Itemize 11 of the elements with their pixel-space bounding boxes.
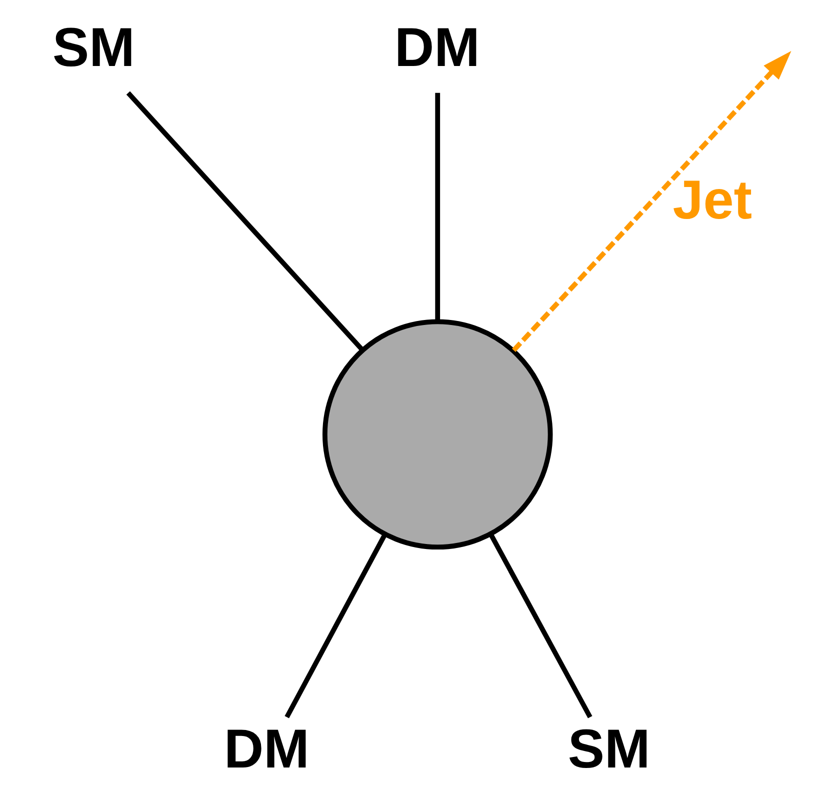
arrow xyxy=(512,51,792,352)
edge-label: Jet xyxy=(672,168,752,231)
node-text: SM xyxy=(52,16,135,78)
connector xyxy=(284,533,388,718)
node-circle xyxy=(322,319,553,550)
node-text: DM xyxy=(224,717,310,780)
node-text: SM xyxy=(568,717,650,780)
connector xyxy=(488,533,592,718)
connector xyxy=(126,91,364,352)
connector xyxy=(435,92,440,322)
node-text: DM xyxy=(394,16,480,78)
